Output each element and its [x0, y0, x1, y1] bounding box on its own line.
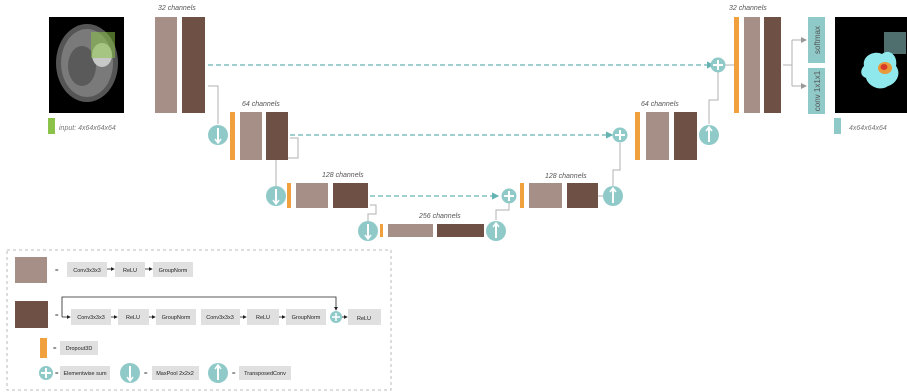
legend-row2-conv-a: Conv3x3x3 [77, 315, 105, 321]
legend-box [6, 249, 392, 391]
channels-label-dec-2: 64 channels [641, 101, 679, 108]
dropout-block [287, 183, 291, 208]
legend-maxpool-label: MaxPool 2x2x2 [156, 371, 194, 377]
legend-row2-groupnorm-b: GroupNorm [292, 315, 321, 321]
residual-block-dark [266, 112, 288, 160]
legend-conv-block-light [15, 257, 47, 283]
residual-block-dark [437, 224, 484, 237]
conv-1x1x1-label: conv 1x1x1 [813, 70, 822, 111]
svg-text:=: = [55, 371, 59, 377]
legend-transposed-label: TransposedConv [244, 371, 286, 377]
svg-text:=: = [55, 268, 59, 274]
conv-block-light [646, 112, 669, 160]
conv-block-light [529, 183, 562, 208]
channels-label-bottleneck: 256 channels [418, 213, 461, 220]
dropout-block [380, 224, 383, 237]
channels-label-dec-1: 32 channels [729, 5, 767, 12]
legend-row2-groupnorm-a: GroupNorm [162, 315, 191, 321]
dropout-block [635, 112, 640, 160]
legend-dropout-bar [40, 338, 47, 358]
residual-block-dark [333, 183, 368, 208]
legend-row1-groupnorm: GroupNorm [159, 268, 188, 274]
input-label: input: 4x64x64x64 [59, 125, 116, 132]
channels-label-dec-3: 128 channels [545, 173, 587, 180]
svg-text:=: = [232, 371, 236, 377]
output-bar [834, 118, 841, 134]
legend-residual-skip [61, 296, 338, 317]
residual-block-dark [764, 17, 781, 113]
input-bar [48, 118, 55, 134]
svg-text:=: = [55, 313, 59, 319]
dropout-block [734, 17, 739, 113]
channels-label-enc-2: 64 channels [242, 101, 280, 108]
output-label: 4x64x64x64 [849, 125, 887, 132]
legend-dropout-label: Dropout3D [66, 346, 93, 352]
residual-block-dark [674, 112, 697, 160]
input-image [49, 17, 124, 113]
legend-sum-label: Elementwise sum [63, 371, 107, 377]
conv-block-light [240, 112, 262, 160]
legend-row2-relu-a: ReLU [126, 315, 140, 321]
channels-label-enc-3: 128 channels [322, 172, 364, 179]
conv-1x1x1-block [808, 68, 825, 114]
residual-block-dark [182, 17, 205, 113]
channels-label-enc-1: 32 channels [158, 5, 196, 12]
softmax-label: softmax [813, 26, 822, 54]
legend-row2-conv-b: Conv3x3x3 [206, 315, 234, 321]
output-image [835, 17, 907, 113]
legend-row1-relu: ReLU [123, 268, 137, 274]
legend-row2-relu-final: ReLU [357, 316, 371, 322]
conv-block-light [296, 183, 328, 208]
dropout-block [230, 112, 235, 160]
softmax-block [808, 17, 825, 63]
legend-row2-relu-b: ReLU [256, 315, 270, 321]
conv-block-light [155, 17, 177, 113]
dropout-block [520, 183, 524, 208]
legend-row1-conv: Conv3x3x3 [73, 268, 101, 274]
legend-residual-block-dark [15, 301, 48, 328]
conv-block-light [388, 224, 433, 237]
legend: = Conv3x3x3 ReLU GroupNorm = Conv3x3x3 R… [6, 249, 392, 391]
svg-text:=: = [53, 346, 57, 352]
conv-block-light [744, 17, 760, 113]
svg-text:=: = [144, 371, 148, 377]
residual-block-dark [567, 183, 598, 208]
